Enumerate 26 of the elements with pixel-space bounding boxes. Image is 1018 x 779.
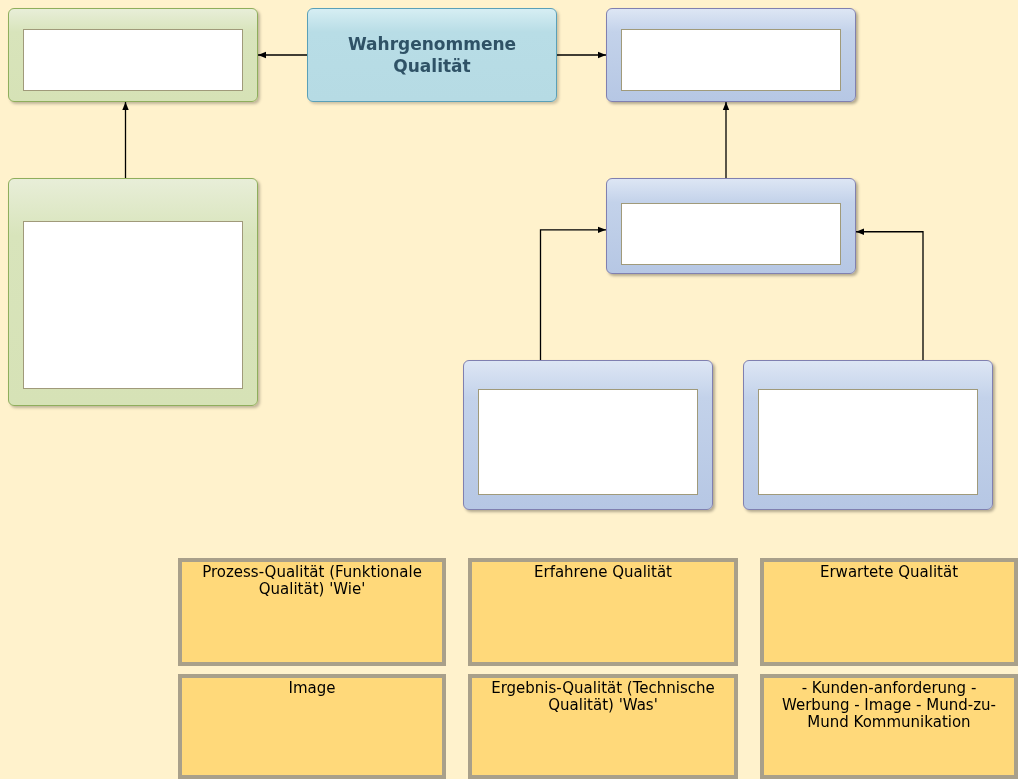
text-card xyxy=(760,558,1018,666)
arrow xyxy=(855,228,924,361)
process-box xyxy=(307,8,557,102)
process-box xyxy=(743,360,993,510)
text-card xyxy=(468,674,738,779)
arrow xyxy=(122,101,129,179)
text-card xyxy=(760,674,1018,779)
process-box xyxy=(8,8,258,102)
arrow xyxy=(257,51,308,59)
box-title: Wahrgenommene Qualität xyxy=(346,33,518,77)
arrow xyxy=(539,226,607,361)
process-box xyxy=(8,178,258,406)
process-box xyxy=(606,8,856,102)
card-text: Erwartete Qualität xyxy=(818,564,960,581)
text-card xyxy=(468,558,738,666)
text-card xyxy=(178,558,446,666)
card-text: Ergebnis-Qualität (Technische Qualität) 'Was' xyxy=(490,680,716,714)
arrow xyxy=(722,101,730,179)
process-box xyxy=(606,178,856,274)
card-text: Image xyxy=(287,680,337,697)
arrow xyxy=(556,51,607,59)
card-text: - Kunden-anforderung - Werbung - Image - Mund-zu-Mund Kommunikation xyxy=(781,680,997,731)
card-text: Prozess-Qualität (Funktionale Qualität) 'Wie' xyxy=(201,564,423,598)
card-text: Erfahrene Qualität xyxy=(533,564,673,581)
text-card xyxy=(178,674,446,779)
process-box xyxy=(463,360,713,510)
